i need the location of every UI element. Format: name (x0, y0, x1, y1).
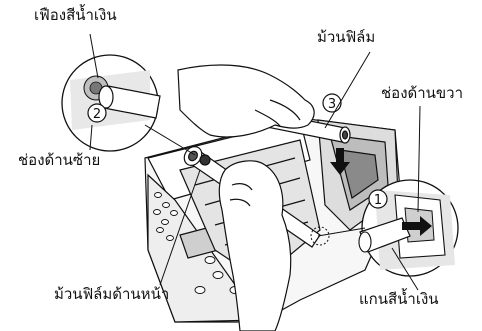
label-blue-gear: เฟืองสีน้ำเงิน (34, 8, 117, 23)
label-left-slot: ช่องด้านซ้าย (18, 153, 100, 168)
label-front-film-roll: ม้วนฟิล์มด้านหน้า (54, 287, 169, 302)
label-blue-core: แกนสีน้ำเงิน (359, 292, 439, 307)
upper-hand (178, 65, 314, 137)
step-3-number: 3 (328, 97, 336, 112)
left-detail-leader (145, 125, 195, 155)
step-2-number: 2 (93, 107, 101, 122)
left-detail-circle (62, 55, 160, 151)
step-1-number: 1 (374, 193, 382, 208)
label-right-slot: ช่องด้านขวา (381, 86, 463, 101)
label-film-roll: ม้วนฟิล์ม (317, 30, 375, 45)
